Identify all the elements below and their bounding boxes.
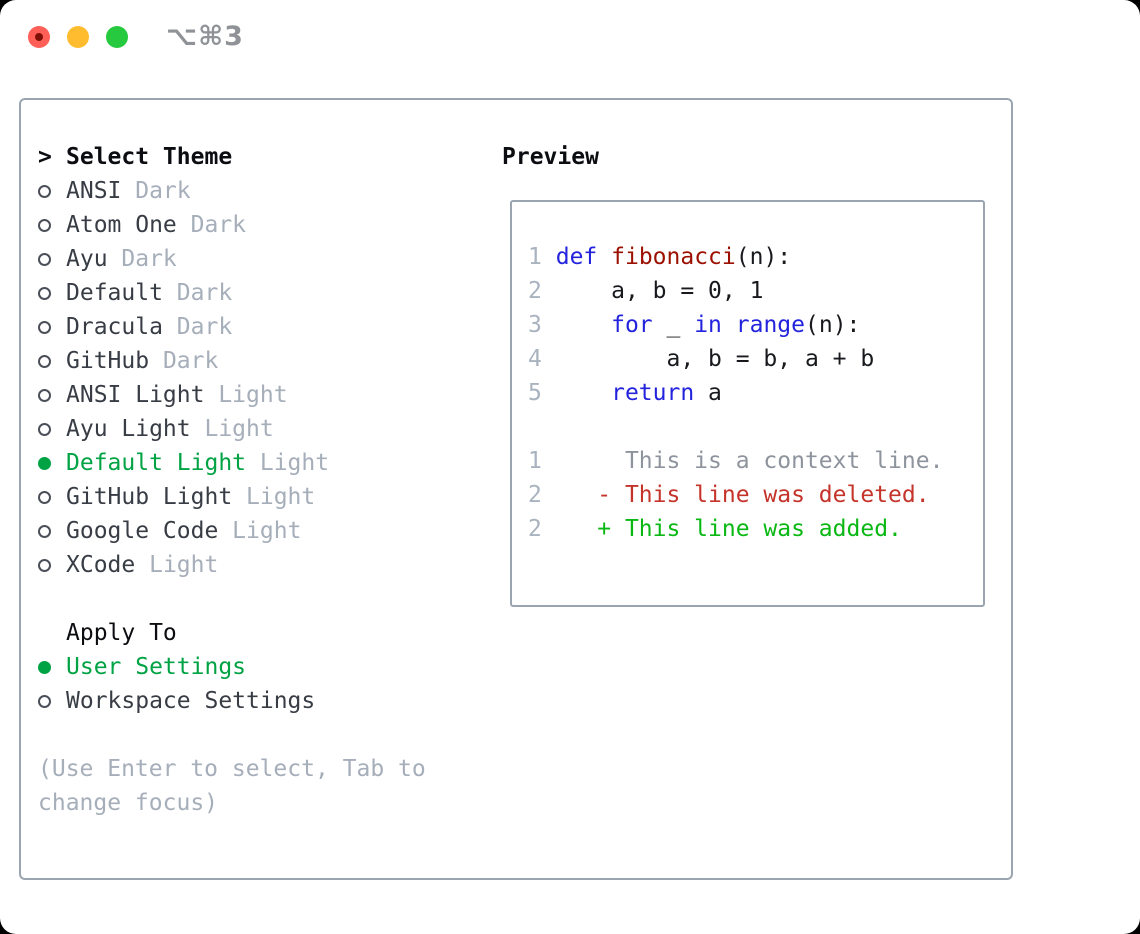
theme-option-google-code[interactable]: Google Code Light [38, 514, 426, 548]
theme-variant-tag: Dark [162, 314, 233, 340]
option-label: Ayu [66, 246, 108, 272]
option-label: Dracula [66, 314, 163, 340]
hint-text-line-1: (Use Enter to select, Tab to [38, 756, 426, 782]
close-button[interactable] [28, 26, 50, 48]
radio-icon [38, 490, 66, 504]
radio-icon [38, 558, 66, 572]
option-label: Atom One [66, 212, 177, 238]
theme-variant-tag: Light [204, 382, 288, 408]
code-line: 2 a, b = 0, 1 [528, 278, 764, 304]
theme-option-github-light[interactable]: GitHub Light Light [38, 480, 426, 514]
radio-unselected-icon [38, 388, 51, 402]
code-line: 1 def fibonacci(n): [528, 244, 792, 270]
theme-variant-tag: Light [190, 416, 274, 442]
radio-unselected-icon [38, 252, 51, 266]
option-label: Default Light [66, 450, 247, 476]
theme-variant-tag: Dark [149, 348, 219, 374]
theme-variant-tag: Light [218, 518, 302, 544]
preview-code: 1 def fibonacci(n): 2 a, b = 0, 1 3 for _ … [528, 240, 983, 546]
minimize-button[interactable] [67, 26, 89, 48]
radio-unselected-icon [38, 320, 51, 334]
theme-section-title: Select Theme [66, 144, 233, 170]
theme-option-ansi-light[interactable]: ANSI Light Light [38, 378, 426, 412]
radio-selected-icon [38, 660, 51, 674]
radio-unselected-icon [38, 490, 51, 504]
radio-unselected-icon [38, 694, 51, 708]
unsaved-dot-icon [35, 33, 43, 41]
theme-option-github[interactable]: GitHub Dark [38, 344, 426, 378]
code-line: 2 - This line was deleted. [528, 482, 930, 508]
theme-variant-tag: Light [246, 450, 330, 476]
radio-unselected-icon [38, 218, 51, 232]
spacer [38, 582, 426, 616]
radio-icon [38, 524, 66, 538]
preview-box: 1 def fibonacci(n): 2 a, b = 0, 1 3 for _ … [510, 200, 985, 607]
radio-icon [38, 660, 66, 674]
option-label: GitHub Light [66, 484, 233, 510]
code-line: 2 + This line was added. [528, 516, 902, 542]
cursor-icon: > [38, 144, 52, 170]
option-label: User Settings [66, 654, 247, 680]
spacer [38, 718, 426, 752]
radio-unselected-icon [38, 422, 51, 436]
theme-variant-tag: Dark [162, 280, 233, 306]
code-line: 3 for _ in range(n): [528, 312, 861, 338]
theme-section-header: > Select Theme [38, 140, 426, 174]
radio-icon [38, 388, 66, 402]
theme-option-ayu-light[interactable]: Ayu Light Light [38, 412, 426, 446]
theme-variant-tag: Dark [107, 246, 177, 272]
code-line [528, 410, 983, 444]
radio-unselected-icon [38, 184, 51, 198]
radio-icon [38, 218, 66, 232]
theme-variant-tag: Dark [176, 212, 247, 238]
code-line: 5 return a [528, 380, 722, 406]
radio-icon [38, 694, 66, 708]
theme-option-atom-one[interactable]: Atom One Dark [38, 208, 426, 242]
theme-variant-tag: Light [232, 484, 316, 510]
apply-to-header: Apply To [38, 616, 426, 650]
radio-unselected-icon [38, 286, 51, 300]
radio-icon [38, 286, 66, 300]
theme-variant-tag: Light [135, 552, 219, 578]
zoom-button[interactable] [106, 26, 128, 48]
theme-option-default[interactable]: Default Dark [38, 276, 426, 310]
option-label: Default [66, 280, 163, 306]
option-label: GitHub [66, 348, 150, 374]
radio-unselected-icon [38, 558, 51, 572]
option-label: Workspace Settings [66, 688, 316, 714]
option-label: Ayu Light [66, 416, 191, 442]
theme-option-xcode[interactable]: XCode Light [38, 548, 426, 582]
theme-option-ansi[interactable]: ANSI Dark [38, 174, 426, 208]
code-line: 4 a, b = b, a + b [528, 346, 875, 372]
radio-icon [38, 252, 66, 266]
code-line: 1 This is a context line. [528, 448, 944, 474]
radio-icon [38, 422, 66, 436]
window-shortcut-title: ⌥⌘3 [166, 21, 244, 52]
radio-unselected-icon [38, 354, 51, 368]
radio-icon [38, 354, 66, 368]
radio-selected-icon [38, 456, 51, 470]
apply-to-title: Apply To [66, 620, 177, 646]
radio-unselected-icon [38, 524, 51, 538]
option-label: ANSI [66, 178, 122, 204]
option-label: Google Code [66, 518, 219, 544]
hint-text-line-2: change focus) [38, 790, 219, 816]
apply-option-workspace-settings[interactable]: Workspace Settings [38, 684, 426, 718]
radio-icon [38, 456, 66, 470]
apply-option-user-settings[interactable]: User Settings [38, 650, 426, 684]
radio-icon [38, 320, 66, 334]
theme-option-default-light[interactable]: Default Light Light [38, 446, 426, 480]
theme-variant-tag: Dark [121, 178, 191, 204]
theme-option-dracula[interactable]: Dracula Dark [38, 310, 426, 344]
preview-header: Preview [502, 144, 599, 170]
option-label: XCode [66, 552, 136, 578]
option-label: ANSI Light [66, 382, 205, 408]
theme-option-ayu[interactable]: Ayu Dark [38, 242, 426, 276]
radio-icon [38, 184, 66, 198]
